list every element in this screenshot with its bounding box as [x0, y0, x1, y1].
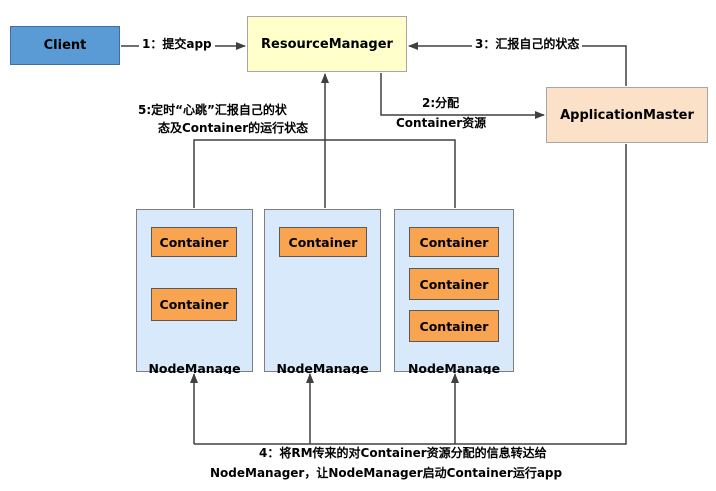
client-node: Client [10, 26, 120, 65]
container-box: Container [409, 268, 499, 300]
container-label: Container [419, 276, 489, 292]
node-manager-label: NodeManage [276, 361, 369, 374]
node-manager-2: Container NodeManage [264, 209, 381, 374]
edge-notify [194, 144, 627, 445]
container-label: Container [288, 234, 358, 250]
edge-heartbeat-left [193, 139, 325, 208]
edge-label-allocate-line2: Container资源 [396, 116, 487, 131]
application-master-label: ApplicationMaster [560, 107, 694, 123]
edge-label-heartbeat-line2: 态及Container的运行状态 [158, 121, 309, 135]
edge-label-notify-line1: 4：将RM传来的对Container资源分配的信息转达给 [259, 446, 547, 460]
node-manager-label: NodeManage [407, 361, 501, 374]
container-label: Container [159, 297, 229, 312]
edge-label-notify-line2: NodeManager，让NodeManager启动Container运行app [210, 466, 563, 480]
edge-label-allocate-line1: 2:分配 [422, 96, 460, 111]
resource-manager-label: ResourceManager [261, 36, 393, 52]
edge-label-report-status: 3：汇报自己的状态 [472, 37, 583, 52]
container-box: Container [151, 288, 237, 321]
resource-manager-node: ResourceManager [247, 16, 407, 72]
node-manager-label: NodeManage [148, 361, 241, 374]
node-manager-1: Container Container NodeManage [136, 209, 253, 374]
client-label: Client [43, 38, 87, 53]
edge-label-heartbeat-line1: 5:定时“心跳”汇报自己的状 [138, 103, 287, 117]
container-box: Container [279, 227, 367, 257]
container-label: Container [419, 234, 489, 250]
edge-report-status [408, 42, 627, 86]
container-box: Container [151, 227, 237, 257]
edge-heartbeat-right [325, 139, 456, 208]
container-box: Container [409, 227, 499, 257]
container-label: Container [159, 234, 229, 250]
edge-allocate [380, 73, 545, 119]
node-manager-3: Container Container Container NodeManage [394, 209, 514, 374]
container-box: Container [409, 310, 499, 342]
edge-label-submit-app: 1：提交app [139, 37, 215, 52]
application-master-node: ApplicationMaster [546, 87, 708, 143]
container-label: Container [419, 318, 489, 334]
